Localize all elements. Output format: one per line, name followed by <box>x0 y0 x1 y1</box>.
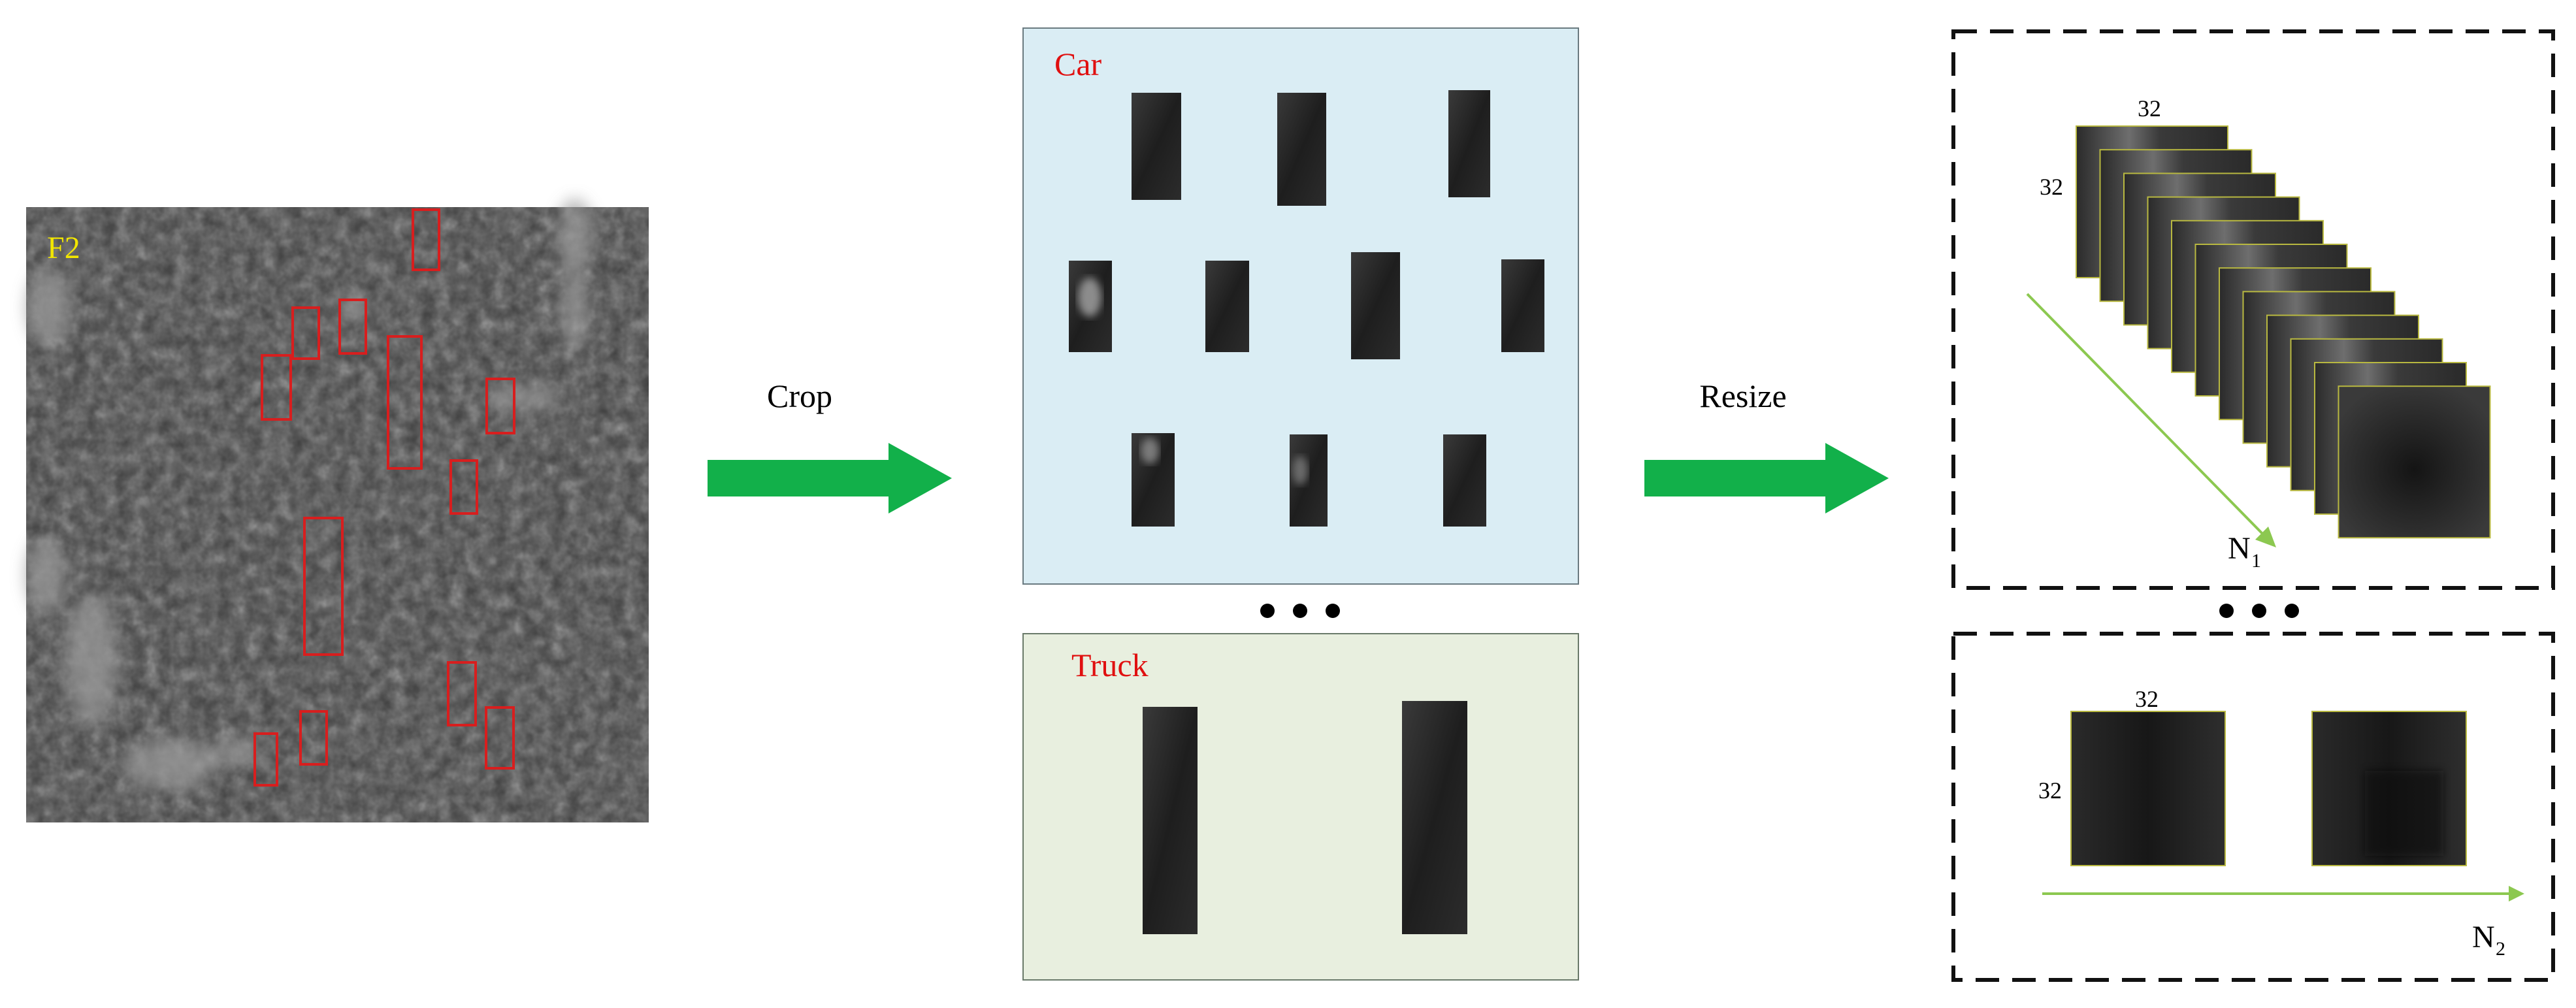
crop-label: Crop <box>767 378 832 414</box>
resized-truck-patch <box>2070 711 2226 866</box>
truck-patch <box>1402 701 1467 934</box>
detection-boxes <box>253 208 515 787</box>
detection-box <box>303 517 344 656</box>
resized-car-frame <box>1951 29 2555 590</box>
stack-count-symbol: N <box>2228 531 2251 566</box>
car-patch <box>1132 93 1181 200</box>
car-patch <box>1443 434 1486 527</box>
car-patch <box>1448 90 1490 197</box>
resized-ellipsis <box>2219 604 2299 618</box>
resized-truck-frame <box>1951 632 2555 982</box>
detection-box <box>387 335 423 470</box>
car-patch-highlight <box>1078 278 1101 317</box>
resize-step: Resize <box>1644 378 1889 513</box>
stack-height-label: 32 <box>2040 174 2063 200</box>
truck-panel: Truck <box>1022 633 1579 981</box>
truck-count-subscript: 2 <box>2496 938 2505 960</box>
detection-box <box>338 299 367 355</box>
resized-truck-panel: 32 32 N 2 <box>1951 632 2555 982</box>
class-ellipsis <box>1260 604 1340 618</box>
resize-arrow <box>1644 443 1889 513</box>
truck-direction-arrowhead <box>2509 886 2524 902</box>
truck-class-label: Truck <box>1071 647 1149 683</box>
stack-front-patch <box>2338 385 2491 539</box>
resize-label: Resize <box>1699 378 1786 414</box>
stack-direction-arrow <box>2026 293 2267 538</box>
truck-count-symbol: N <box>2472 920 2495 954</box>
detection-box <box>253 732 278 787</box>
source-image-texture <box>26 207 649 822</box>
truck-width-label: 32 <box>2135 686 2159 712</box>
resized-truck-patch-shadow <box>2365 771 2443 856</box>
crop-step: Crop <box>708 378 952 513</box>
resized-car-stack <box>2076 125 2491 539</box>
detection-box <box>299 710 328 766</box>
stack-width-label: 32 <box>2138 95 2161 122</box>
crop-arrow <box>708 443 952 513</box>
detection-box <box>291 306 320 360</box>
source-image-label: F2 <box>47 231 80 265</box>
detection-box <box>485 378 515 434</box>
car-patch <box>1205 261 1249 352</box>
detection-box <box>261 354 292 421</box>
car-patch <box>1277 93 1326 206</box>
car-patch-highlight <box>1292 456 1308 485</box>
truck-patch <box>1143 707 1198 934</box>
car-patch <box>1501 259 1544 352</box>
stack-direction-arrowhead <box>2255 527 2276 547</box>
stack-count-subscript: 1 <box>2251 550 2261 572</box>
truck-height-label: 32 <box>2038 777 2062 804</box>
source-image-panel: F2 <box>26 199 649 822</box>
detection-box <box>485 706 515 770</box>
car-patch-highlight <box>1141 438 1159 464</box>
detection-box <box>449 459 478 515</box>
car-patches <box>1069 90 1544 527</box>
car-class-label: Car <box>1054 46 1102 82</box>
detection-box <box>412 208 440 271</box>
truck-panel-background <box>1022 633 1579 981</box>
car-patch <box>1351 252 1400 359</box>
resized-car-panel: 32 32 N 1 <box>1951 29 2555 590</box>
detection-box <box>447 661 477 726</box>
car-panel: Car <box>1022 27 1579 585</box>
